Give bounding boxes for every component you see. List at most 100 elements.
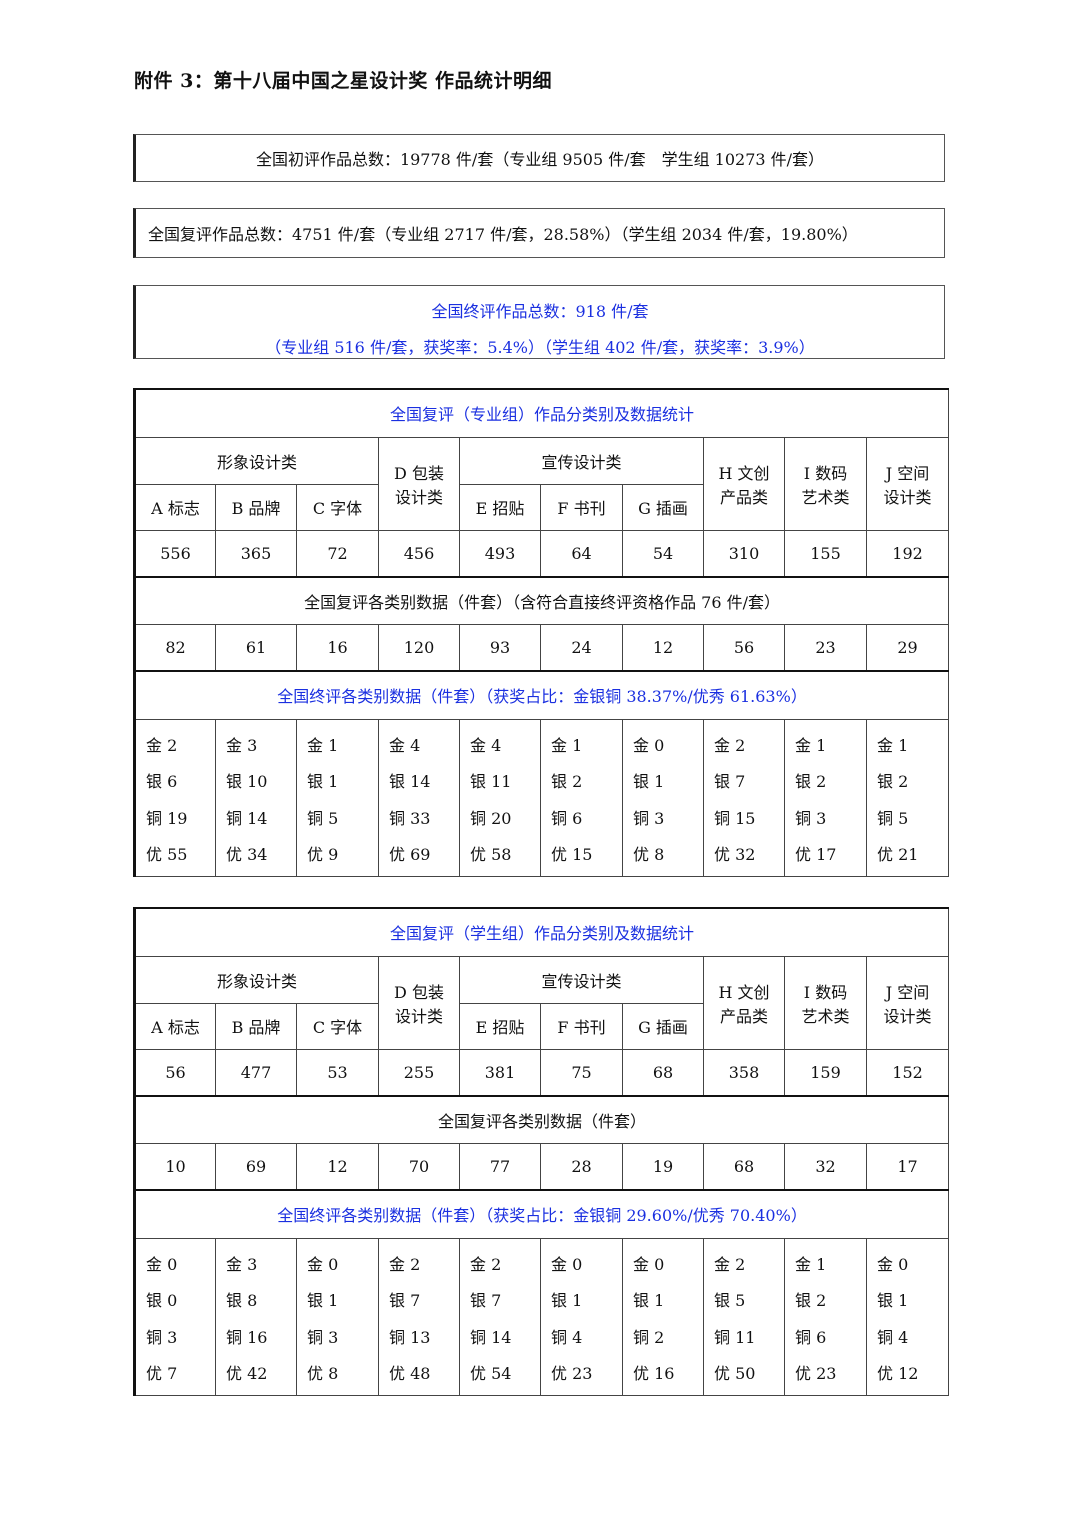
header-line: J 空间 xyxy=(885,463,930,483)
table-cell: 155 xyxy=(784,529,867,578)
award-silver: 银 1 xyxy=(877,1291,909,1310)
header-i-digital: I 数码艺术类 xyxy=(784,955,867,1050)
header-h-cultural: H 文创产品类 xyxy=(703,955,785,1050)
header-line: I 数码 xyxy=(803,463,848,483)
award-excellent: 优 17 xyxy=(795,845,837,864)
award-silver: 银 10 xyxy=(226,772,268,791)
award-bronze: 铜 14 xyxy=(470,1327,512,1347)
award-bronze: 铜 16 xyxy=(226,1327,268,1347)
award-gold: 金 1 xyxy=(307,735,339,755)
awards-cell: 金 2 银 5 铜 11 优 50 xyxy=(703,1237,785,1396)
header-line: 设计类 xyxy=(394,487,443,507)
award-excellent: 优 8 xyxy=(307,1364,339,1383)
award-silver: 银 7 xyxy=(470,1291,502,1310)
award-bronze: 铜 6 xyxy=(795,1327,827,1347)
award-silver: 银 5 xyxy=(714,1291,746,1310)
header-line: 设计类 xyxy=(394,1006,443,1026)
table-cell: 493 xyxy=(459,529,541,578)
header-g-illustration: G 插画 xyxy=(622,483,704,531)
award-gold: 金 0 xyxy=(877,1254,909,1274)
table-cell: 120 xyxy=(378,623,460,672)
award-bronze: 铜 13 xyxy=(389,1327,431,1347)
table-cell: 310 xyxy=(703,529,785,578)
award-excellent: 优 54 xyxy=(470,1364,512,1383)
table-cell: 29 xyxy=(865,623,950,672)
header-d-packaging: D 包装设计类 xyxy=(378,436,460,531)
awards-cell: 金 2 银 7 铜 14 优 54 xyxy=(459,1237,541,1396)
table-cell: 70 xyxy=(378,1142,460,1191)
table-cell: 28 xyxy=(540,1142,623,1191)
header-c-font: C 字体 xyxy=(296,1002,379,1050)
header-h-cultural: H 文创产品类 xyxy=(703,436,785,531)
award-gold: 金 4 xyxy=(389,735,421,755)
table-cell: 54 xyxy=(622,529,704,578)
header-line: H 文创 xyxy=(718,463,770,483)
initial-review-text: 全国初评作品总数：19778 件/套（专业组 9505 件/套 学生组 1027… xyxy=(255,150,825,169)
table-cell: 32 xyxy=(784,1142,867,1191)
award-silver: 银 1 xyxy=(307,772,339,791)
final-review-total: 全国终评作品总数：918 件/套 xyxy=(431,302,649,321)
award-bronze: 铜 15 xyxy=(714,808,756,828)
table-cell: 69 xyxy=(215,1142,297,1191)
award-silver: 银 2 xyxy=(795,1291,827,1310)
award-gold: 金 1 xyxy=(551,735,583,755)
award-silver: 银 6 xyxy=(146,772,178,791)
header-image-design: 形象设计类 xyxy=(133,436,379,485)
header-e-poster: E 招贴 xyxy=(459,1002,541,1050)
award-silver: 银 7 xyxy=(714,772,746,791)
award-bronze: 铜 11 xyxy=(714,1327,756,1347)
award-gold: 金 2 xyxy=(714,1254,746,1274)
professional-stats-table: 全国复评（专业组）作品分类别及数据统计 形象设计类 D 包装设计类 宣传设计类 … xyxy=(132,388,950,877)
award-bronze: 铜 3 xyxy=(146,1327,178,1347)
award-excellent: 优 8 xyxy=(633,845,665,864)
award-excellent: 优 50 xyxy=(714,1364,756,1383)
award-silver: 银 8 xyxy=(226,1291,258,1310)
award-silver: 银 2 xyxy=(877,772,909,791)
award-bronze: 铜 20 xyxy=(470,808,512,828)
header-promo-design: 宣传设计类 xyxy=(459,436,704,485)
award-gold: 金 2 xyxy=(470,1254,502,1274)
header-line: I 数码 xyxy=(803,982,848,1002)
award-gold: 金 2 xyxy=(389,1254,421,1274)
award-gold: 金 2 xyxy=(714,735,746,755)
award-silver: 银 11 xyxy=(470,772,512,791)
award-gold: 金 0 xyxy=(551,1254,583,1274)
table-cell: 12 xyxy=(622,623,704,672)
award-excellent: 优 21 xyxy=(877,845,919,864)
second-review-summary: 全国复评作品总数：4751 件/套（专业组 2717 件/套，28.58%）（学… xyxy=(133,208,945,258)
table-cell: 75 xyxy=(540,1048,623,1097)
header-line: 产品类 xyxy=(719,487,768,507)
award-bronze: 铜 3 xyxy=(795,808,827,828)
award-bronze: 铜 19 xyxy=(146,808,188,828)
header-d-packaging: D 包装设计类 xyxy=(378,955,460,1050)
award-gold: 金 3 xyxy=(226,1254,258,1274)
award-excellent: 优 55 xyxy=(146,845,188,864)
table-cell: 77 xyxy=(459,1142,541,1191)
header-line: D 包装 xyxy=(394,982,444,1002)
student-table-title: 全国复评（学生组）作品分类别及数据统计 xyxy=(132,907,950,957)
award-bronze: 铜 2 xyxy=(633,1327,665,1347)
award-gold: 金 1 xyxy=(795,735,827,755)
table-cell: 255 xyxy=(378,1048,460,1097)
award-gold: 金 0 xyxy=(633,735,665,755)
table-cell: 10 xyxy=(133,1142,216,1191)
award-excellent: 优 69 xyxy=(389,845,431,864)
award-bronze: 铜 14 xyxy=(226,808,268,828)
header-f-book: F 书刊 xyxy=(540,1002,623,1050)
award-gold: 金 3 xyxy=(226,735,258,755)
award-gold: 金 0 xyxy=(633,1254,665,1274)
table-cell: 456 xyxy=(378,529,460,578)
table-cell: 68 xyxy=(622,1048,704,1097)
header-j-space: J 空间设计类 xyxy=(865,955,950,1050)
award-silver: 银 7 xyxy=(389,1291,421,1310)
